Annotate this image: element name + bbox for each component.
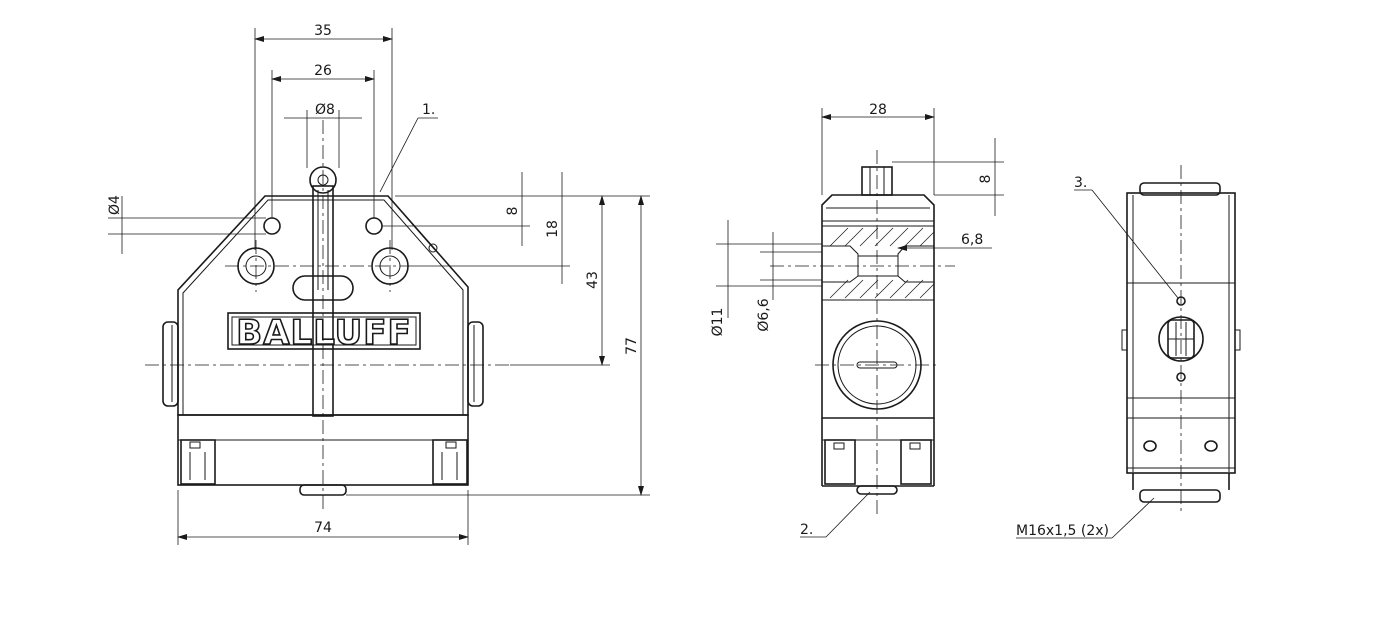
dim-43: 43 — [585, 271, 601, 289]
dim-8-side: 8 — [978, 175, 994, 184]
rear-top-gland — [1139, 182, 1221, 196]
callout-3: 3. — [1074, 175, 1087, 191]
small-hole-right — [365, 217, 383, 235]
dim-28: 28 — [869, 102, 887, 118]
callout-1: 1. — [422, 102, 435, 118]
dim-6-8: 6,8 — [961, 232, 983, 248]
front-view: BALLUFF 35 26 Ø8 Ø4 1. — [107, 23, 650, 545]
dim-74: 74 — [314, 520, 332, 536]
callout-2: 2. — [800, 522, 813, 538]
small-hole-left — [263, 217, 281, 235]
side-view: 28 8 6,8 Ø11 Ø6,6 2. — [710, 102, 1004, 538]
dim-77: 77 — [624, 337, 640, 355]
left-cable-gland — [162, 321, 179, 407]
roller — [309, 166, 337, 194]
thread-callout: M16x1,5 (2x) — [1016, 523, 1109, 539]
dim-dia-4: Ø4 — [107, 195, 123, 215]
rear-view: 3. M16x1,5 (2x) — [1016, 165, 1241, 539]
dim-18: 18 — [545, 220, 561, 238]
right-cable-gland — [467, 321, 484, 407]
dim-dia-11: Ø11 — [710, 308, 726, 337]
dim-35: 35 — [314, 23, 332, 39]
hatched-section — [829, 227, 935, 299]
brand-logo: BALLUFF — [236, 313, 411, 353]
dim-8-front: 8 — [505, 207, 521, 216]
rear-bottom-gland — [1139, 489, 1221, 503]
dim-dia-8: Ø8 — [315, 102, 335, 118]
logo-frame — [227, 312, 421, 350]
dim-dia-6-6: Ø6,6 — [756, 298, 772, 331]
dim-26: 26 — [314, 63, 332, 79]
